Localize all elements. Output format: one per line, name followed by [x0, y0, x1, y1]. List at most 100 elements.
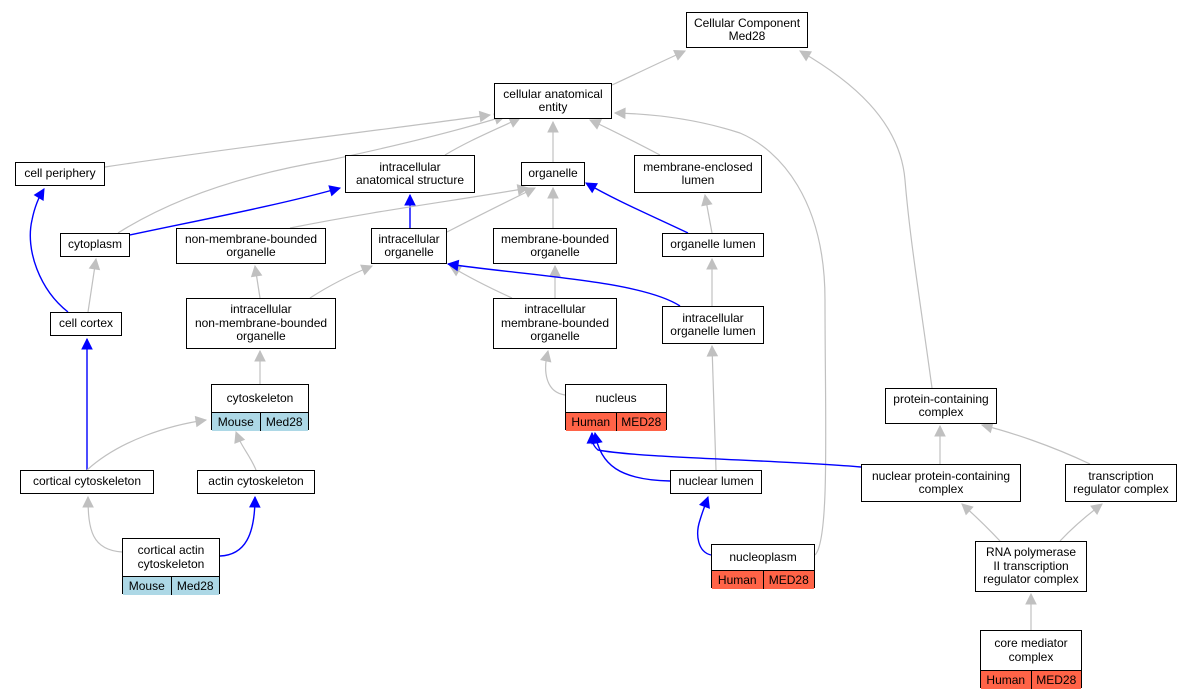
node-cortical-cytoskeleton[interactable]: cortical cytoskeleton [20, 470, 154, 494]
edge-transcription-regulator-complex-to-protein-containing-complex-arrowhead [980, 421, 994, 434]
edge-nuclear-protein-containing-complex-to-nucleus-arrowhead [586, 431, 599, 444]
node-label-line: nuclear lumen [678, 474, 754, 489]
edge-nuclear-lumen-to-nucleus-line [594, 432, 671, 482]
node-label-line: cytoskeleton [137, 556, 205, 571]
node-label-line: intracellular [378, 231, 440, 246]
edge-nuclear-lumen-to-intracellular-organelle-lumen-line [711, 345, 717, 471]
node-label-line: organelle [530, 329, 580, 344]
node-label-line: intracellular [524, 302, 586, 317]
node-label-line: cell periphery [24, 166, 96, 181]
node-label-line: RNA polymerase [985, 545, 1077, 560]
edge-protein-containing-complex-to-cellular-component-arrowhead [799, 50, 812, 62]
gene-tag: MED28 [762, 571, 814, 589]
node-label-line: core mediator [994, 636, 1068, 650]
node-label-line: intracellular [379, 159, 441, 174]
edge-cellular-anatomical-entity-to-cellular-component-line [611, 50, 686, 86]
edge-cell-cortex-to-cell-periphery-arrowhead [33, 188, 45, 201]
edge-cortical-actin-cytoskeleton-to-cortical-cytoskeleton-line [87, 496, 123, 553]
edge-cell-periphery-to-cellular-anatomical-entity [104, 110, 492, 168]
node-label-line: membrane-bounded [500, 315, 610, 330]
node-label-line: non-membrane-bounded [194, 315, 328, 330]
node-label-line: regulator complex [1073, 482, 1169, 496]
edge-cellular-anatomical-entity-to-cellular-component-arrowhead [673, 50, 687, 61]
edge-membrane-enclosed-lumen-to-cellular-anatomical-entity-line [589, 119, 661, 156]
edge-membrane-enclosed-lumen-to-cellular-anatomical-entity [588, 119, 661, 156]
node-cytoplasm[interactable]: cytoplasm [60, 233, 130, 257]
node-label-line: cell cortex [58, 316, 114, 331]
node-label-line: cellular anatomical [503, 86, 603, 101]
node-organelle[interactable]: organelle [521, 162, 585, 186]
node-label-line: regulator complex [983, 572, 1079, 587]
edge-nuclear-protein-containing-complex-to-nucleus-line [591, 432, 862, 468]
edge-cytoplasm-to-intracellular-anatomical-structure-line [124, 187, 341, 237]
edge-nucleus-to-intracellular-mbo-arrowhead [540, 349, 552, 363]
edge-cellular-anatomical-entity-to-cellular-component [611, 50, 687, 86]
node-label: cytoplasm [61, 234, 129, 256]
node-label-line: membrane-enclosed [643, 159, 753, 174]
edge-rna-pol-ii-complex-to-transcription-regulator-complex-arrowhead [1090, 503, 1103, 515]
edge-intracellular-organelle-lumen-to-intracellular-organelle-line [447, 263, 681, 307]
edge-cortical-cytoskeleton-to-cell-cortex-arrowhead [81, 337, 93, 350]
edge-nucleoplasm-to-cellular-anatomical-entity-line [614, 112, 827, 556]
node-cell-cortex[interactable]: cell cortex [50, 312, 122, 336]
edge-cytoplasm-to-cellular-anatomical-entity-line [117, 115, 506, 234]
species-tag: Human [981, 671, 1031, 689]
node-label-line: organelle [226, 245, 276, 259]
edge-cortical-cytoskeleton-to-cytoskeleton [86, 415, 208, 471]
edge-cell-periphery-to-cellular-anatomical-entity-line [104, 114, 491, 168]
edge-cell-cortex-to-cytoplasm-arrowhead [88, 257, 101, 271]
node-label-line: lumen [681, 173, 715, 187]
node-organelle-lumen[interactable]: organelle lumen [662, 233, 764, 257]
node-label-line: cytoplasm [67, 237, 123, 252]
species-tag: Human [712, 571, 763, 589]
node-label-line: organelle lumen [670, 324, 756, 338]
node-label-line: II transcription [993, 558, 1069, 573]
node-cell-periphery[interactable]: cell periphery [15, 162, 105, 186]
edge-intracellular-organelle-lumen-to-intracellular-organelle-arrowhead [446, 259, 460, 272]
edge-cortical-actin-cytoskeleton-to-actin-cytoskeleton-arrowhead [249, 495, 261, 508]
edge-core-mediator-complex-to-rna-pol-ii-complex [1025, 592, 1037, 630]
node-label: cytoskeleton [212, 385, 308, 412]
node-label-line: cytoskeleton [226, 390, 294, 405]
node-label: organelle [522, 163, 584, 185]
edge-cytoplasm-to-intracellular-anatomical-structure [124, 185, 342, 237]
node-nuclear-lumen[interactable]: nuclear lumen [670, 470, 762, 494]
edge-cortical-cytoskeleton-to-cell-cortex [81, 337, 93, 470]
node-label-line: organelle lumen [670, 237, 756, 252]
edge-core-mediator-complex-to-rna-pol-ii-complex-arrowhead [1025, 592, 1037, 605]
node-actin-cytoskeleton[interactable]: actin cytoskeleton [197, 470, 315, 494]
edge-cortical-cytoskeleton-to-cytoskeleton-arrowhead [194, 415, 208, 428]
edge-organelle-lumen-to-organelle-arrowhead [585, 182, 598, 194]
species-tag: Mouse [212, 413, 260, 431]
edge-cytoskeleton-to-intracellular-nmbo [254, 349, 266, 384]
